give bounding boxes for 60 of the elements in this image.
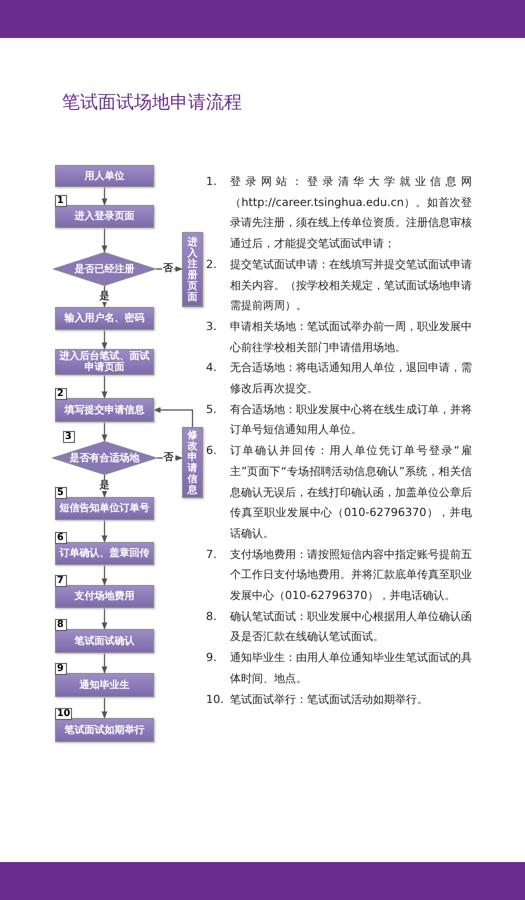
arrow	[102, 608, 108, 630]
list-number: 2.	[206, 256, 218, 273]
step-description: 订单确认并回传：用人单位凭订单号登录“雇主”页面下“专场招聘活动信息确认”系统，相关信息确认无误后，在线打印确认函，加盖单位公章后传真至职业发展中心（010-62796370），并电话确认。	[230, 443, 472, 542]
list-number: 10.	[206, 692, 225, 708]
list-number: 7.	[206, 546, 218, 563]
process-box: 进入注册页面	[182, 232, 203, 307]
arrow	[102, 330, 108, 350]
step-description: 登录网站：登录清华大学就业信息网（http://career.tsinghua.edu.cn）。如首次登录请先注册，须在线上传单位资质。注册信息审核通过后，才能提交笔试面试申请；	[230, 174, 472, 252]
process-box: 填写提交申请信息	[55, 398, 154, 422]
process-box: 笔试面试如期举行	[55, 718, 154, 742]
process-box: 进入登录页面	[55, 205, 154, 228]
list-number: 5.	[206, 402, 218, 418]
decision-diamond: 是否有合适场地	[52, 441, 157, 475]
step-number: 8	[55, 619, 67, 631]
step-number: 3	[63, 431, 75, 443]
process-box: 进入后台笔试、面试申请页面	[55, 349, 154, 375]
step-description: 提交笔试面试申请：在线填写并提交笔试面试申请相关内容。（按学校相关规定，笔试面试场地申请需提前两周）。	[230, 256, 472, 314]
step-description: 申请相关场地：笔试面试举办前一周，职业发展中心前往学校相关部门申请借用场地。	[230, 318, 472, 356]
arrow	[102, 565, 108, 586]
arrow	[102, 228, 108, 253]
step-description: 笔试面试举行：笔试面试活动如期举行。	[230, 692, 429, 708]
step-number: 5	[55, 487, 67, 499]
step-number: 9	[55, 663, 67, 675]
step-number: 2	[55, 388, 67, 400]
process-box: 笔试面试确认	[55, 629, 154, 653]
arrow	[153, 407, 194, 427]
arrow	[102, 520, 108, 543]
edge-label: 否	[162, 263, 174, 274]
step-description: 无合适场地：将电话通知用人单位，退回申请，需修改后再次提交。	[230, 360, 472, 398]
process-box: 订单确认、盖章回传	[55, 542, 154, 565]
process-box: 通知毕业生	[55, 673, 154, 697]
step-number: 7	[55, 575, 67, 587]
list-number: 4.	[206, 360, 218, 376]
title: 笔试面试场地申请流程	[62, 91, 242, 114]
process-box: 短信告知单位订单号	[55, 497, 154, 520]
decision-diamond: 是否已经注册	[53, 252, 156, 286]
step-number: 1	[55, 195, 67, 207]
process-box: 支付场地费用	[55, 585, 154, 608]
list-number: 8.	[206, 608, 218, 625]
edge-label: 是	[98, 290, 110, 302]
arrow	[102, 375, 108, 399]
step-description: 支付场地费用：请按照短信内容中指定账号提前五个工作日支付场地费用。并将汇款底单传真至职业发展中心（010-62796370），并电话确认。	[230, 546, 472, 604]
step-number: 6	[55, 532, 67, 544]
step-description: 通知毕业生：由用人单位通知毕业生笔试面试的具体时间、地点。	[230, 650, 472, 687]
step-description: 有合适场地：职业发展中心将在线生成订单，并将订单号短信通知用人单位。	[230, 402, 472, 438]
list-number: 6.	[206, 443, 218, 460]
list-number: 9.	[206, 650, 218, 666]
arrow	[102, 422, 108, 442]
edge-label: 否	[162, 452, 174, 463]
arrow	[102, 187, 108, 206]
list-number: 1.	[206, 174, 218, 190]
list-number: 3.	[206, 318, 218, 335]
process-box: 修改申请信息	[182, 427, 203, 498]
arrow	[102, 653, 108, 674]
process-box: 输入用户名、密码	[55, 307, 154, 330]
arrow	[102, 697, 108, 719]
edge-label: 是	[98, 480, 110, 491]
step-number: 10	[55, 708, 72, 720]
process-box: 用人单位	[55, 165, 154, 187]
step-description: 确认笔试面试：职业发展中心根据用人单位确认函及是否汇款在线确认笔试面试。	[230, 608, 472, 646]
